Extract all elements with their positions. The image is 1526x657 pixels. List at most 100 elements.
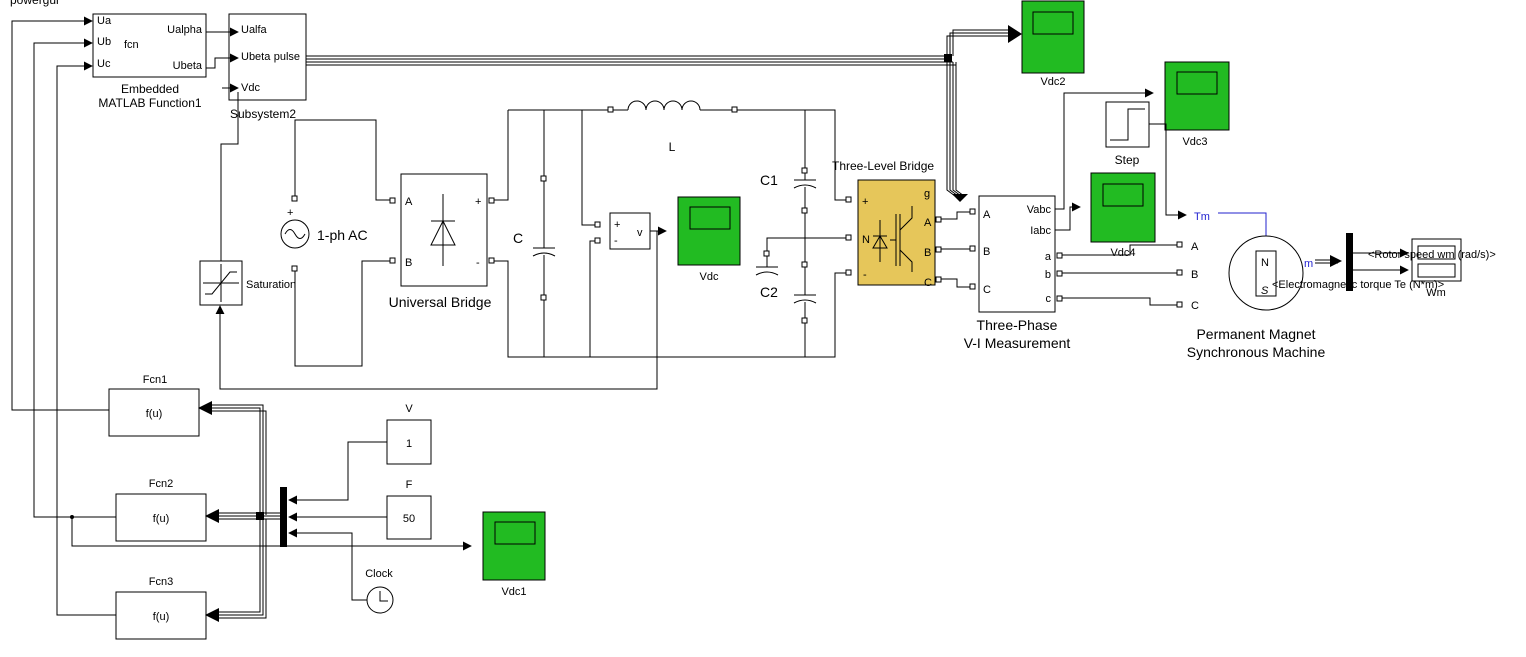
clock-label: Clock <box>365 568 393 580</box>
mux-block[interactable] <box>280 487 287 547</box>
step-block[interactable] <box>1105 101 1150 148</box>
tlb-port-plus: + <box>862 196 868 208</box>
inductor-l[interactable] <box>627 100 708 111</box>
scope-vdc-label: Vdc <box>700 271 719 283</box>
pmsm-pole-s: S <box>1261 285 1269 297</box>
fcn3-label: Fcn3 <box>149 576 173 588</box>
constant-f-label: F <box>406 479 413 491</box>
scope-vdc1-label: Vdc1 <box>501 586 526 598</box>
vi-measurement-name-1: Three-Phase <box>977 317 1058 333</box>
wm-display-block[interactable] <box>1411 238 1462 282</box>
fcn2-block[interactable]: f(u) <box>115 493 207 542</box>
ground-cap <box>755 237 805 276</box>
pmsm-port-b: B <box>1191 269 1198 281</box>
capacitor-c2[interactable] <box>793 238 817 357</box>
subsystem2-block[interactable]: Ualfa Ubeta Vdc pulse <box>228 13 307 101</box>
pmsm-port-c: C <box>1191 300 1199 312</box>
embedded-matlab-function-block[interactable]: Ua Ub Uc fcn Ualpha Ubeta <box>92 13 207 78</box>
bus-signal-rotor-speed: <Rotor speed wm (rad/s)> <box>1368 249 1496 261</box>
constant-f-value: 50 <box>403 513 415 525</box>
vi-left-b: B <box>983 246 990 258</box>
scope-vdc1[interactable] <box>482 511 546 581</box>
tlb-port-b: B <box>924 247 931 259</box>
port-ubeta: Ubeta <box>173 60 203 72</box>
saturation-label: Saturation <box>246 279 296 291</box>
universal-bridge-block[interactable]: A B + - <box>400 173 488 287</box>
pmsm-name-2: Synchronous Machine <box>1187 344 1326 360</box>
capacitor-c1-label: C1 <box>760 172 778 188</box>
constant-v-label: V <box>405 403 413 415</box>
vi-right-c: c <box>1046 293 1052 305</box>
pmsm-port-tm: Tm <box>1194 211 1210 223</box>
three-level-bridge-block[interactable]: + N - g A B C <box>857 179 936 289</box>
mux-output-bus <box>198 401 280 622</box>
vi-right-vabc: Vabc <box>1027 204 1052 216</box>
fcn3-expr: f(u) <box>153 611 170 623</box>
port-ualpha: Ualpha <box>167 24 203 36</box>
voltage-measurement-block[interactable]: + - v <box>609 212 651 250</box>
bus-signal-torque: <Electromagnetic torque Te (N*m)> <box>1272 279 1444 291</box>
fcn1-block[interactable]: f(u) <box>108 388 200 437</box>
port-vdc-in: Vdc <box>241 82 260 94</box>
port-ualfa: Ualfa <box>241 24 268 36</box>
fcn1-expr: f(u) <box>146 408 163 420</box>
ac-plus-sign: + <box>287 207 293 219</box>
constant-f-block[interactable]: 50 <box>386 495 432 540</box>
three-phase-vi-measurement-block[interactable]: A B C Vabc Iabc a b c <box>978 195 1056 313</box>
scope-vdc3[interactable] <box>1164 61 1230 131</box>
vi-measurement-name-2: V-I Measurement <box>964 335 1071 351</box>
scope-vdc[interactable] <box>677 196 741 266</box>
ub-port-plus: + <box>475 196 481 208</box>
capacitor-c1[interactable] <box>793 160 817 238</box>
scope-vdc3-label: Vdc3 <box>1182 136 1207 148</box>
voltmeter-plus: + <box>614 219 620 231</box>
vi-right-b: b <box>1045 269 1051 281</box>
pmsm-name-1: Permanent Magnet <box>1196 326 1315 342</box>
pmsm-pole-n: N <box>1261 257 1269 269</box>
tlb-port-n: N <box>862 234 870 246</box>
scope-vdc2-label: Vdc2 <box>1040 76 1065 88</box>
title-fragment: powergui <box>10 0 59 7</box>
three-level-bridge-label: Three-Level Bridge <box>832 159 934 173</box>
port-ub: Ub <box>97 36 111 48</box>
step-label: Step <box>1115 153 1140 167</box>
fcn-core-label: fcn <box>124 39 139 51</box>
tlb-port-a: A <box>924 217 932 229</box>
capacitor-c-label: C <box>513 230 523 246</box>
vi-right-a: a <box>1045 251 1052 263</box>
capacitor-c[interactable] <box>532 110 556 357</box>
vi-left-c: C <box>983 284 991 296</box>
embedded-function-name-2: MATLAB Function1 <box>98 96 201 110</box>
ub-port-b: B <box>405 257 412 269</box>
tlb-port-c: C <box>924 277 932 289</box>
scope-vdc4[interactable] <box>1090 172 1156 243</box>
tlb-port-g: g <box>924 188 930 200</box>
wm-display-label: Wm <box>1426 287 1446 299</box>
capacitor-c2-label: C2 <box>760 284 778 300</box>
pmsm-port-a: A <box>1191 241 1199 253</box>
subsystem2-name: Subsystem2 <box>230 107 296 121</box>
embedded-function-name-1: Embedded <box>121 82 179 96</box>
ub-port-minus: - <box>476 257 480 269</box>
saturation-block[interactable] <box>199 260 243 306</box>
port-ua: Ua <box>97 15 112 27</box>
port-uc: Uc <box>97 58 111 70</box>
bus-selector-block[interactable] <box>1346 233 1353 291</box>
pulse-bus <box>306 25 1022 202</box>
universal-bridge-label: Universal Bridge <box>389 294 492 310</box>
pmsm-port-m: m <box>1304 258 1313 270</box>
fcn2-label: Fcn2 <box>149 478 173 490</box>
pmsm-block[interactable]: Tm A B C N S m <box>1191 211 1313 312</box>
constant-v-block[interactable]: 1 <box>386 419 432 465</box>
vi-right-iabc: Iabc <box>1030 225 1051 237</box>
constant-v-value: 1 <box>406 438 412 450</box>
clock-block[interactable] <box>366 586 394 614</box>
voltmeter-out: v <box>637 227 643 239</box>
ub-port-a: A <box>405 196 413 208</box>
ac-source-label: 1-ph AC <box>317 227 368 243</box>
inductor-l-label: L <box>669 140 676 154</box>
ac-source-1ph[interactable]: + <box>280 195 310 272</box>
scope-vdc2[interactable] <box>1021 0 1085 74</box>
fcn3-block[interactable]: f(u) <box>115 591 207 640</box>
